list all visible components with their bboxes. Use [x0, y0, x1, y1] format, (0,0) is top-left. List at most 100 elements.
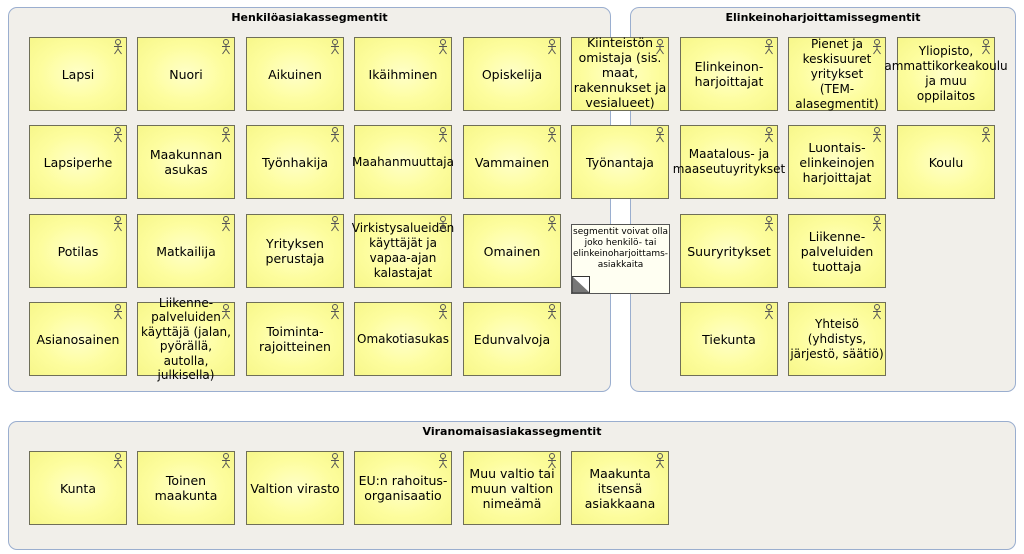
- diagram-note: segmentit voivat olla joko henkilö- tai …: [571, 224, 670, 294]
- actor-icon: [873, 39, 881, 55]
- actor-icon: [765, 39, 773, 55]
- actor-virkistysalueiden-kayttajat[interactable]: Virkistysalueiden käyttäjät ja vapaa-aja…: [351, 214, 455, 288]
- actor-tyonantaja[interactable]: Työnantaja: [571, 125, 669, 199]
- actor-label: Asianosainen: [36, 331, 120, 347]
- actor-icon: [548, 216, 556, 232]
- actor-edunvalvoja[interactable]: Edunvalvoja: [463, 302, 561, 376]
- actor-icon: [548, 453, 556, 469]
- actor-icon: [331, 127, 339, 143]
- actor-label: Toiminta- rajoitteinen: [259, 324, 331, 354]
- actor-opiskelija[interactable]: Opiskelija: [463, 37, 561, 111]
- actor-label: Valtion virasto: [250, 480, 340, 496]
- actor-label: Työnantaja: [586, 154, 654, 170]
- actor-koulu[interactable]: Koulu: [897, 125, 995, 199]
- note-corner-icon: [572, 276, 590, 293]
- actor-potilas[interactable]: Potilas: [29, 214, 127, 288]
- actor-suuryritykset[interactable]: Suuryritykset: [680, 214, 778, 288]
- actor-icon: [331, 304, 339, 320]
- actor-icon: [656, 39, 664, 55]
- actor-label: Lapsi: [61, 66, 95, 82]
- actor-icon: [439, 127, 447, 143]
- actor-icon: [331, 216, 339, 232]
- actor-toinen-maakunta[interactable]: Toinen maakunta: [137, 451, 235, 525]
- actor-label: Maakunnan asukas: [149, 147, 223, 177]
- actor-label: Virkistysalueiden käyttäjät ja vapaa-aja…: [351, 221, 455, 280]
- actor-label: Maakunta itsensä asiakkaana: [584, 465, 656, 511]
- actor-icon: [222, 39, 230, 55]
- actor-lapsiperhe[interactable]: Lapsiperhe: [29, 125, 127, 199]
- actor-label: Elinkeinon- harjoittajat: [694, 59, 764, 89]
- actor-kunta[interactable]: Kunta: [29, 451, 127, 525]
- actor-label: Tiekunta: [702, 331, 756, 347]
- actor-icon: [222, 304, 230, 320]
- actor-liikennepalveluiden-kayttaja[interactable]: Liikenne- palveluiden käyttäjä (jalan, p…: [137, 296, 235, 382]
- actor-kiinteiston-omistaja[interactable]: Kiinteistön omistaja (sis. maat, rakennu…: [571, 35, 669, 111]
- actor-asianosainen[interactable]: Asianosainen: [29, 302, 127, 376]
- actor-aikuinen[interactable]: Aikuinen: [246, 37, 344, 111]
- actor-omainen[interactable]: Omainen: [463, 214, 561, 288]
- actor-valtion-virasto[interactable]: Valtion virasto: [246, 451, 344, 525]
- actor-label: Kunta: [60, 480, 96, 496]
- actor-icon: [114, 304, 122, 320]
- actor-label: Kiinteistön omistaja (sis. maat, rakennu…: [573, 35, 667, 110]
- actor-yrityksen-perustaja[interactable]: Yrityksen perustaja: [246, 214, 344, 288]
- actor-icon: [331, 39, 339, 55]
- actor-label: Ikäihminen: [368, 66, 438, 82]
- actor-icon: [439, 304, 447, 320]
- actor-muu-valtio[interactable]: Muu valtio tai muun valtion nimeämä: [463, 451, 561, 525]
- actor-liikennepalveluiden-tuottaja[interactable]: Liikenne- palveluiden tuottaja: [788, 214, 886, 288]
- actor-label: Luontais- elinkeinojen harjoittajat: [799, 139, 875, 185]
- actor-label: Vammainen: [474, 154, 550, 170]
- actor-label: Yhteisö (yhdistys, järjestö, säätiö): [790, 316, 884, 361]
- actor-label: Koulu: [928, 154, 964, 170]
- actor-icon: [222, 127, 230, 143]
- actor-icon: [982, 127, 990, 143]
- actor-label: Yliopisto, ammattikorkeakoulu ja muu opp…: [884, 44, 1008, 103]
- actor-label: EU:n rahoitus- organisaatio: [358, 473, 448, 503]
- actor-maatalous[interactable]: Maatalous- ja maaseutuyritykset: [673, 125, 785, 199]
- actor-label: Nuori: [169, 66, 203, 82]
- actor-icon: [765, 304, 773, 320]
- actor-icon: [439, 39, 447, 55]
- actor-label: Maatalous- ja maaseutuyritykset: [672, 147, 786, 176]
- actor-label: Liikenne- palveluiden käyttäjä (jalan, p…: [141, 295, 231, 383]
- actor-label: Lapsiperhe: [43, 154, 113, 170]
- actor-label: Yrityksen perustaja: [265, 236, 325, 266]
- actor-eu-rahoitusorganisaatio[interactable]: EU:n rahoitus- organisaatio: [354, 451, 452, 525]
- actor-icon: [548, 39, 556, 55]
- actor-pienet-yritykset[interactable]: Pienet ja keskisuuret yritykset (TEM-ala…: [788, 37, 886, 111]
- actor-matkailija[interactable]: Matkailija: [137, 214, 235, 288]
- actor-icon: [765, 216, 773, 232]
- actor-icon: [548, 304, 556, 320]
- actor-elinkeinonharjoittajat[interactable]: Elinkeinon- harjoittajat: [680, 37, 778, 111]
- actor-label: Matkailija: [156, 243, 216, 259]
- actor-tyonhakija[interactable]: Työnhakija: [246, 125, 344, 199]
- actor-luontaiselinkeinot[interactable]: Luontais- elinkeinojen harjoittajat: [788, 125, 886, 199]
- actor-yhteiso[interactable]: Yhteisö (yhdistys, järjestö, säätiö): [788, 302, 886, 376]
- actor-label: Potilas: [57, 243, 99, 259]
- actor-maakunnan-asukas[interactable]: Maakunnan asukas: [137, 125, 235, 199]
- actor-label: Suuryritykset: [687, 243, 771, 259]
- actor-label: Pienet ja keskisuuret yritykset (TEM-ala…: [795, 36, 879, 111]
- actor-nuori[interactable]: Nuori: [137, 37, 235, 111]
- actor-maahanmuuttaja[interactable]: Maahanmuuttaja: [352, 125, 454, 199]
- actor-label: Omainen: [483, 243, 541, 259]
- actor-toimintarajoitteinen[interactable]: Toiminta- rajoitteinen: [246, 302, 344, 376]
- actor-tiekunta[interactable]: Tiekunta: [680, 302, 778, 376]
- actor-icon: [548, 127, 556, 143]
- actor-vammainen[interactable]: Vammainen: [463, 125, 561, 199]
- actor-label: Maahanmuuttaja: [352, 154, 454, 169]
- actor-ikaihminen[interactable]: Ikäihminen: [354, 37, 452, 111]
- actor-yliopisto[interactable]: Yliopisto, ammattikorkeakoulu ja muu opp…: [884, 37, 1008, 111]
- actor-maakunta-itse[interactable]: Maakunta itsensä asiakkaana: [571, 451, 669, 525]
- actor-label: Muu valtio tai muun valtion nimeämä: [469, 465, 555, 511]
- actor-omakotiasukas[interactable]: Omakotiasukas: [354, 302, 452, 376]
- actor-icon: [656, 453, 664, 469]
- actor-lapsi[interactable]: Lapsi: [29, 37, 127, 111]
- actor-icon: [439, 216, 447, 232]
- actor-icon: [439, 453, 447, 469]
- actor-label: Työnhakija: [261, 154, 329, 170]
- actor-icon: [873, 127, 881, 143]
- actor-icon: [114, 39, 122, 55]
- group-title: Henkilöasiakassegmentit: [231, 11, 388, 24]
